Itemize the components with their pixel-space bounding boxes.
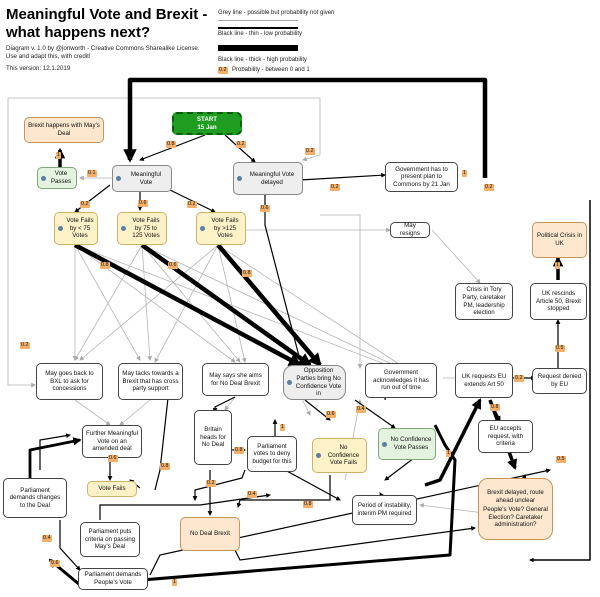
start-node[interactable]: START 15 Jan bbox=[172, 112, 242, 135]
prob-denied-up: 0.5 bbox=[555, 345, 565, 352]
node-fails-75-125[interactable]: Vote Fails by 75 to 125 Votes bbox=[117, 212, 167, 245]
legend-thin-label: Black line - thin - low probability bbox=[218, 31, 303, 37]
prob-gov-return: 1 bbox=[462, 170, 467, 177]
prob-right: 0.5 bbox=[556, 456, 566, 463]
node-rescinds[interactable]: UK rescinds Article 50, Brexit stopped bbox=[530, 283, 587, 320]
delayed-route-text: Brexit delayed, route ahead unclear bbox=[487, 489, 544, 504]
node-gov-present-plan[interactable]: Government has to present plan to Common… bbox=[385, 162, 458, 192]
prob-delay-down: 0.6 bbox=[260, 205, 270, 212]
diagram-description: Diagram v. 1.0 by @jonworth - Creative C… bbox=[6, 45, 200, 60]
node-back-to-bxl[interactable]: May goes back to BXL to ask for concessi… bbox=[36, 363, 103, 400]
legend-probability-sample: 0.2 bbox=[218, 67, 228, 74]
start-title: START bbox=[196, 115, 218, 123]
start-date: 15 Jan bbox=[197, 123, 217, 131]
info-icon bbox=[41, 175, 46, 181]
prob-ext-down: 0.8 bbox=[490, 404, 500, 411]
page-title: Meaningful Vote and Brexit - what happen… bbox=[6, 6, 208, 41]
diagram-version: This version: 12.1.2019 bbox=[6, 65, 71, 72]
info-icon bbox=[200, 226, 205, 231]
prob-mid-right: 1 bbox=[446, 450, 451, 457]
prob-mv-pass: 0.1 bbox=[87, 170, 97, 177]
node-request-denied[interactable]: Request denied by EU bbox=[532, 368, 587, 394]
prob-mv-lt75: 0.2 bbox=[80, 201, 90, 208]
info-icon bbox=[237, 176, 242, 181]
prob-opp-a: 0.6 bbox=[326, 411, 336, 418]
node-fails-lt75[interactable]: Vote Fails by < 75 Votes bbox=[54, 212, 98, 245]
node-no-deal-brexit[interactable]: No Deal Brexit bbox=[180, 517, 240, 551]
prob-further: 0.8 bbox=[160, 463, 170, 470]
info-icon bbox=[382, 441, 387, 447]
delayed-route-questions: People's Vote? General Election? Caretak… bbox=[483, 506, 548, 529]
prob-mv-gt125: 0.2 bbox=[187, 201, 197, 208]
prob-pass-deal: 1 bbox=[56, 152, 61, 159]
legend-probability-label: Probability - between 0 and 1 bbox=[232, 67, 310, 73]
prob-bottom: 1 bbox=[172, 579, 177, 586]
prob-heads: 0.8 bbox=[234, 447, 244, 454]
node-britain-heads-no-deal[interactable]: Britain heads for No Deal bbox=[194, 410, 232, 465]
node-tory-crisis[interactable]: Crisis in Tory Party, caretaker PM, lead… bbox=[455, 283, 513, 320]
info-icon bbox=[316, 453, 321, 458]
prob-rescinds-up: 1 bbox=[555, 262, 560, 269]
info-icon bbox=[116, 176, 121, 181]
prob-heads-down: 0.2 bbox=[206, 480, 216, 487]
prob-gt125: 0.8 bbox=[242, 270, 252, 277]
prob-start-mv: 0.8 bbox=[166, 141, 176, 148]
prob-mv-75: 0.6 bbox=[138, 200, 148, 207]
info-icon bbox=[287, 380, 292, 385]
prob-budget-up: 1 bbox=[280, 424, 285, 431]
prob-delay-return: 0.2 bbox=[305, 148, 315, 155]
prob-left: 0.2 bbox=[20, 342, 30, 349]
prob-gov-present: 0.2 bbox=[330, 184, 340, 191]
prob-vote-fails: 0.6 bbox=[108, 455, 118, 462]
legend-thin-line bbox=[218, 27, 298, 29]
prob-criteria: 0.4 bbox=[42, 535, 52, 542]
node-parliament-deny-budget[interactable]: Parliament votes to deny budget for this bbox=[247, 436, 297, 472]
node-nc-fails[interactable]: No Confidence Vote Fails bbox=[312, 438, 367, 473]
prob-nodeal-a: 0.4 bbox=[247, 491, 257, 498]
thick-edges bbox=[28, 77, 591, 587]
prob-75: 0.6 bbox=[168, 262, 178, 269]
node-meaningful-vote[interactable]: Meaningful Vote bbox=[112, 165, 172, 192]
info-icon bbox=[58, 226, 63, 231]
legend-thick-line bbox=[218, 45, 298, 51]
prob-peoples-vote: 0.6 bbox=[50, 560, 60, 567]
prob-gov-right: 0.2 bbox=[484, 184, 494, 191]
node-eu-accepts[interactable]: EU accepts request, with criteria bbox=[478, 420, 533, 453]
node-gov-acknowledges[interactable]: Government acknowledges it has run out o… bbox=[365, 363, 437, 398]
prob-start-delay: 0.2 bbox=[236, 141, 246, 148]
node-further-vote[interactable]: Further Meaningful Vote on an amended de… bbox=[82, 425, 142, 458]
prob-lt75: 0.8 bbox=[100, 262, 110, 269]
node-no-deal-aim[interactable]: May says she aims for No Deal Brexit bbox=[202, 363, 269, 396]
node-brexit-with-deal[interactable]: Brexit happens with May's Deal bbox=[24, 117, 104, 143]
node-may-resigns[interactable]: May resigns bbox=[390, 222, 430, 238]
legend-grey-label: Grey line - possible but probability not… bbox=[218, 10, 335, 16]
node-peoples-vote[interactable]: Parliament demands People's Vote bbox=[78, 568, 148, 590]
node-extend-art50[interactable]: UK requests EU extends Art 50 bbox=[455, 363, 513, 398]
prob-nodeal-b: 0.8 bbox=[303, 501, 313, 508]
info-icon bbox=[121, 226, 126, 231]
node-vote-fails[interactable]: Vote Fails bbox=[87, 481, 137, 497]
node-vote-passes[interactable]: Vote Passes bbox=[37, 167, 77, 189]
node-mv-delayed[interactable]: Meaningful Vote delayed bbox=[233, 162, 303, 195]
node-brexit-delayed[interactable]: Brexit delayed, route ahead unclear Peop… bbox=[478, 478, 553, 540]
legend-grey-line bbox=[218, 20, 298, 21]
node-nc-passes[interactable]: No Confidence Vote Passes bbox=[378, 428, 436, 460]
node-parliament-criteria[interactable]: Parliament puts criteria on passing May'… bbox=[80, 522, 140, 557]
node-instability[interactable]: Period of instability, interim PM requir… bbox=[352, 495, 417, 525]
node-opposition-confidence[interactable]: Opposition Parties bring No Confidence V… bbox=[283, 365, 346, 400]
node-cross-party[interactable]: May tacks towards a Brexit that has cros… bbox=[118, 363, 183, 400]
prob-opp-b: 0.4 bbox=[356, 406, 366, 413]
node-fails-gt125[interactable]: Vote Fails by >125 Votes bbox=[196, 212, 246, 245]
node-parliament-changes[interactable]: Parliament demands changes to the Deal bbox=[3, 478, 67, 518]
prob-ext-right: 0.2 bbox=[514, 375, 524, 382]
node-political-crisis[interactable]: Political Crisis in UK bbox=[532, 222, 587, 258]
legend-thick-label: Black line - thick - high probability bbox=[218, 57, 308, 63]
